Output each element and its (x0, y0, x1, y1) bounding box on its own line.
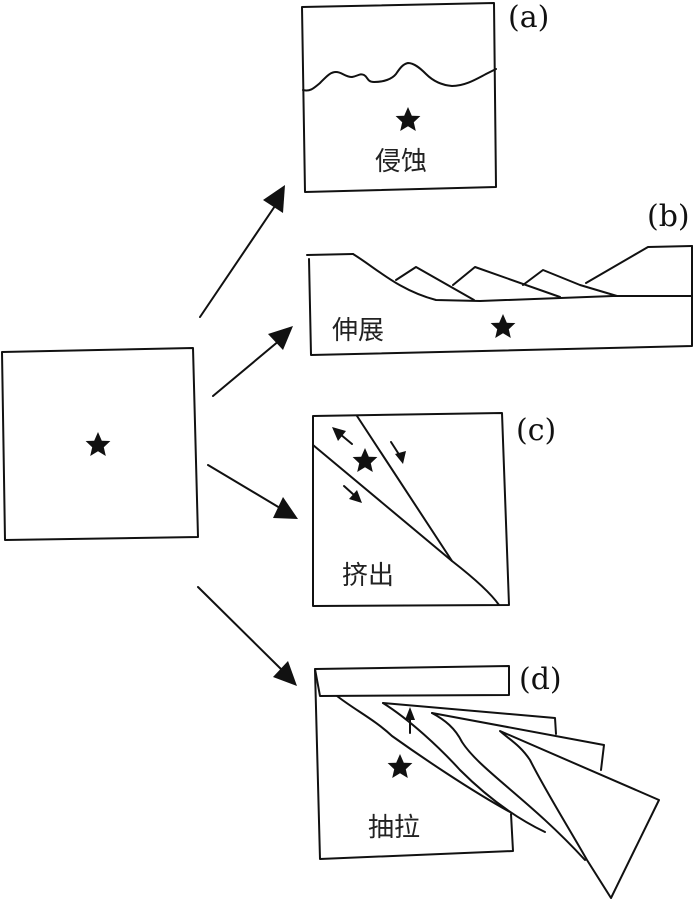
arrow-to-d (197, 586, 297, 686)
panel-c-label: (c) (516, 413, 556, 448)
erosion-surface-line (302, 62, 497, 92)
panel-c: 挤出 (c) (312, 412, 556, 607)
tilted-block-2 (452, 266, 561, 298)
movement-arrow-up-left (332, 427, 353, 445)
panel-b-top-left (306, 253, 354, 256)
panel-d-caption: 抽拉 (368, 813, 420, 843)
panel-d-frame (314, 669, 514, 860)
panel-b-caption: 伸展 (332, 316, 384, 346)
panel-d-top-slab (314, 665, 510, 697)
arrowhead-icon (268, 326, 293, 350)
arrows (197, 185, 298, 686)
arrow-to-c (207, 464, 298, 519)
slice-2-base (431, 712, 586, 861)
arrow-to-a (199, 185, 285, 318)
arrowhead-icon (273, 497, 298, 519)
fault-lower (312, 444, 500, 606)
detachment-line (352, 253, 693, 302)
panel-d-label: (d) (519, 662, 562, 697)
source-block (1, 347, 199, 541)
fault-upper (356, 415, 453, 562)
panel-b-label: (b) (647, 199, 690, 234)
panel-b: 伸展 (b) (306, 199, 693, 356)
tilted-block-4 (585, 245, 693, 284)
panel-a-caption: 侵蚀 (375, 147, 427, 177)
movement-arrow-down-right-lower (343, 485, 362, 503)
tilted-block-1 (395, 266, 475, 301)
panel-a-label: (a) (508, 0, 549, 35)
panel-a-box (301, 2, 497, 193)
star-icon (490, 314, 516, 338)
slip-surface-1 (336, 695, 511, 813)
arrowhead-icon (263, 185, 285, 213)
slice-3-wedge (499, 730, 660, 899)
movement-arrow-down-right-upper (390, 441, 406, 464)
tilted-block-3 (522, 269, 618, 297)
slice-1-top (382, 702, 557, 735)
panel-d: 抽拉 (d) (314, 662, 660, 899)
arrowhead-icon (273, 661, 297, 686)
uplift-arrow (405, 707, 415, 734)
arrow-to-b (212, 326, 293, 397)
slice-2-top (431, 712, 605, 771)
slice-1-base (382, 702, 546, 833)
panel-a: 侵蚀 (a) (301, 0, 549, 193)
star-icon (387, 754, 413, 778)
panel-c-caption: 挤出 (342, 561, 394, 591)
